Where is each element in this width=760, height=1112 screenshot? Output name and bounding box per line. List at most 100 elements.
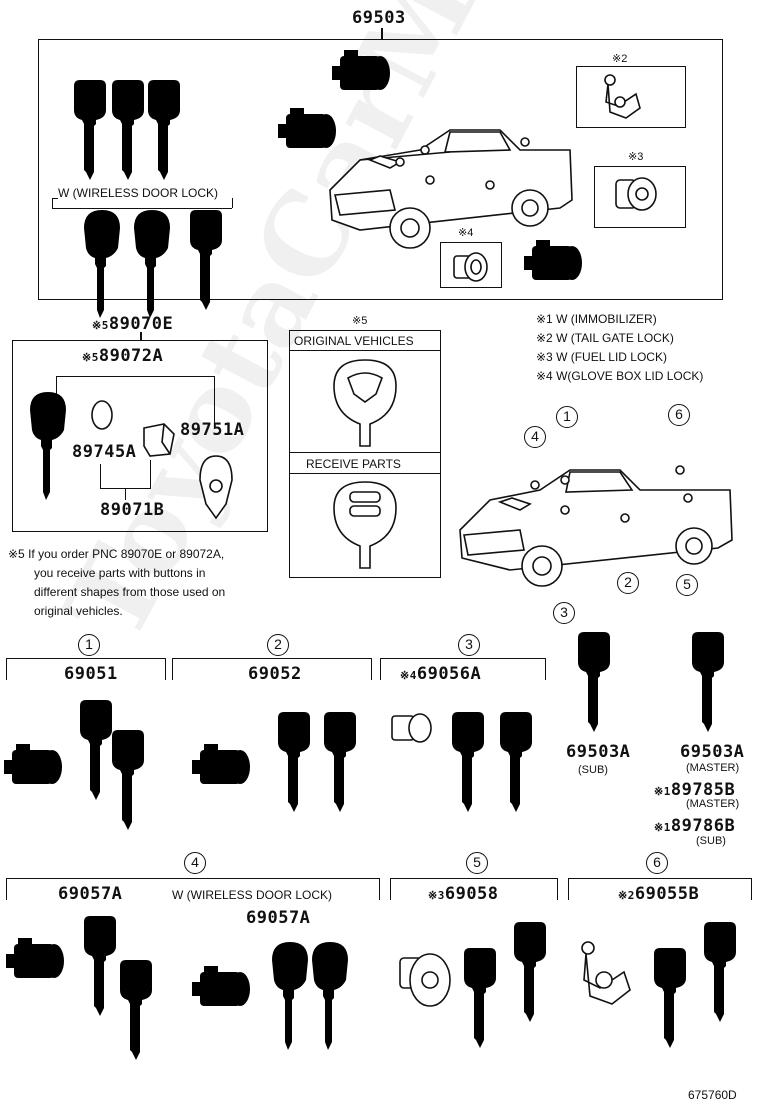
divider (289, 452, 441, 454)
remote-key-illustration (30, 392, 66, 500)
set-3-key-illustration (500, 712, 532, 812)
remote-outer-part: ※589070E (92, 314, 173, 334)
battery-part-number: 89745A (72, 442, 137, 462)
note-3: ※3 W (FUEL LID LOCK) (536, 350, 667, 364)
set-2-number: 2 (267, 634, 289, 656)
set-2-key-illustration (324, 712, 356, 812)
tailgate-lock-illustration (604, 74, 641, 119)
receive-fob-illustration (333, 481, 397, 569)
bracket (379, 878, 381, 900)
master-key-part-number: 69503A (680, 742, 745, 762)
set-1-part-number: 69051 (64, 664, 118, 684)
set-6-number: 6 (646, 852, 668, 874)
remote-frame (12, 340, 268, 532)
bracket (6, 878, 8, 900)
immobilizer-master-label: (MASTER) (686, 798, 740, 810)
note-1: ※1 W (IMMOBILIZER) (536, 312, 657, 326)
key-illustration (190, 210, 222, 310)
master-key-illustration (692, 632, 724, 732)
callout-3: 3 (553, 602, 575, 624)
mark-2: ※2 (612, 53, 628, 65)
callout-2: 2 (617, 572, 639, 594)
immobilizer-master-part-number: 89785B (670, 780, 736, 800)
set-4-wireless-part-number: 69057A (246, 908, 311, 928)
footnote-line: ※5 If you order PNC 89070E or 89072A, (8, 547, 225, 561)
tailgate-lock-inset (576, 66, 686, 128)
leader-line (381, 28, 383, 40)
set-1-key-illustration (80, 700, 112, 800)
mark-2: ※2 (618, 889, 635, 902)
set-4-wireless-label: W (WIRELESS DOOR LOCK) (172, 888, 333, 902)
callout-4: 4 (524, 426, 546, 448)
key-illustration (112, 80, 144, 180)
original-fob-illustration (333, 359, 397, 447)
footnote-line: you receive parts with buttons in (34, 566, 206, 580)
cover-part-number: 89751A (180, 420, 245, 440)
set-2-part-number: 69052 (248, 664, 302, 684)
key-illustration (148, 80, 180, 180)
set-1-number: 1 (78, 634, 100, 656)
set-5-number: 5 (466, 852, 488, 874)
sub-key-label: (SUB) (578, 764, 608, 776)
bracket (56, 376, 214, 378)
mark-5: ※5 (352, 315, 368, 327)
set-1-key-illustration (112, 730, 144, 830)
set-5-fuel-lock-illustration (399, 953, 451, 1007)
callout-6: 6 (668, 404, 690, 426)
bracket (545, 658, 547, 680)
sub-key-illustration (578, 632, 610, 732)
mark-1: ※1 (654, 821, 671, 834)
bracket (380, 658, 546, 660)
set-5-part-number: 69058 (444, 884, 499, 904)
set-4-fob-illustration (312, 942, 348, 1050)
set-3-part-number: 69056A (416, 664, 482, 684)
footnote-line: different shapes from those used on (34, 585, 226, 599)
mark-4: ※4 (458, 227, 474, 239)
bracket (214, 376, 216, 428)
set-6-part-number: 69055B (634, 884, 700, 904)
set-3-lock-illustration (391, 713, 432, 743)
truck-illustration (329, 129, 573, 249)
bracket (125, 488, 127, 500)
set-6-tailgate-lock-illustration (581, 941, 631, 1005)
bracket (52, 208, 232, 210)
callout-5: 5 (676, 574, 698, 596)
master-key-label: (MASTER) (686, 762, 740, 774)
set-4-fob-illustration (272, 942, 308, 1050)
set-4-key-illustration (120, 960, 152, 1060)
bracket (232, 198, 234, 208)
remote-outer-part-number: 89070E (108, 314, 174, 334)
set-4-key-illustration (84, 916, 116, 1016)
set-6-key-illustration (704, 922, 736, 1022)
divider (289, 350, 441, 352)
mark-5: ※5 (82, 351, 99, 364)
bracket (390, 878, 392, 900)
set-4-wireless-cylinder-illustration (192, 966, 250, 1006)
bracket (172, 658, 174, 680)
diagram-code: 675760D (688, 1088, 737, 1102)
set-3-key-illustration (452, 712, 484, 812)
bracket (52, 198, 54, 208)
set-4-number: 4 (184, 852, 206, 874)
immobilizer-sub-label: (SUB) (696, 835, 726, 847)
fuel-lid-lock-illustration (615, 177, 657, 211)
set-5-key-illustration (464, 948, 496, 1048)
note-4: ※4 W(GLOVE BOX LID LOCK) (536, 369, 704, 383)
key-illustration (74, 80, 106, 180)
mark-3: ※3 (628, 151, 644, 163)
mark-1: ※1 (654, 785, 671, 798)
set-5-key-illustration (514, 922, 546, 1022)
wireless-label: W (WIRELESS DOOR LOCK) (58, 186, 219, 200)
mark-5: ※5 (92, 319, 109, 332)
bracket (380, 658, 382, 680)
set-2-key-illustration (278, 712, 310, 812)
bracket (165, 658, 167, 680)
set-6-key-illustration (654, 948, 686, 1048)
top-part-number: 69503 (352, 8, 406, 28)
bracket (6, 658, 8, 680)
compare-frame (289, 330, 441, 578)
glove-box-lock-illustration (453, 252, 488, 282)
note-2: ※2 W (TAIL GATE LOCK) (536, 331, 674, 345)
bracket (371, 658, 373, 680)
set-2-cylinder-illustration (192, 744, 250, 784)
